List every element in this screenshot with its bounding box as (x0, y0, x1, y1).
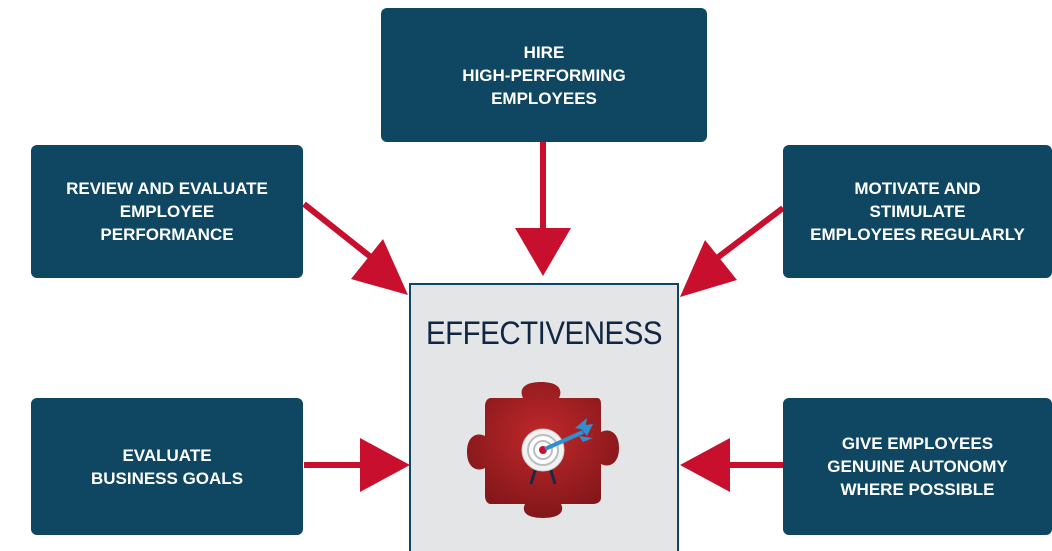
arrow-top (515, 142, 571, 276)
puzzle-piece-icon (467, 382, 619, 518)
business-goals-box: EVALUATE BUSINESS GOALS (31, 398, 303, 535)
dart-icon (544, 418, 593, 451)
arrow-bottom-right (680, 438, 783, 492)
autonomy-box: GIVE EMPLOYEES GENUINE AUTONOMY WHERE PO… (783, 398, 1052, 535)
effectiveness-panel: EFFECTIVENESS (409, 283, 679, 551)
autonomy-box-label: GIVE EMPLOYEES GENUINE AUTONOMY WHERE PO… (827, 434, 1008, 499)
review-box-label: REVIEW AND EVALUATE EMPLOYEE PERFORMANCE (66, 179, 268, 244)
arrow-top-left (302, 201, 408, 295)
hire-box-label: HIRE HIGH-PERFORMING EMPLOYEES (462, 42, 626, 108)
motivate-box: MOTIVATE AND STIMULATE EMPLOYEES REGULAR… (783, 145, 1052, 278)
arrow-top-right (680, 205, 785, 297)
motivate-box-label: MOTIVATE AND STIMULATE EMPLOYEES REGULAR… (810, 179, 1025, 244)
arrow-bottom-left (304, 438, 410, 492)
effectiveness-title: EFFECTIVENESS (425, 315, 663, 351)
hire-box: HIRE HIGH-PERFORMING EMPLOYEES (381, 8, 707, 142)
business-goals-box-label: EVALUATE BUSINESS GOALS (90, 445, 244, 488)
target-icon (521, 428, 565, 485)
review-box: REVIEW AND EVALUATE EMPLOYEE PERFORMANCE (31, 145, 303, 278)
